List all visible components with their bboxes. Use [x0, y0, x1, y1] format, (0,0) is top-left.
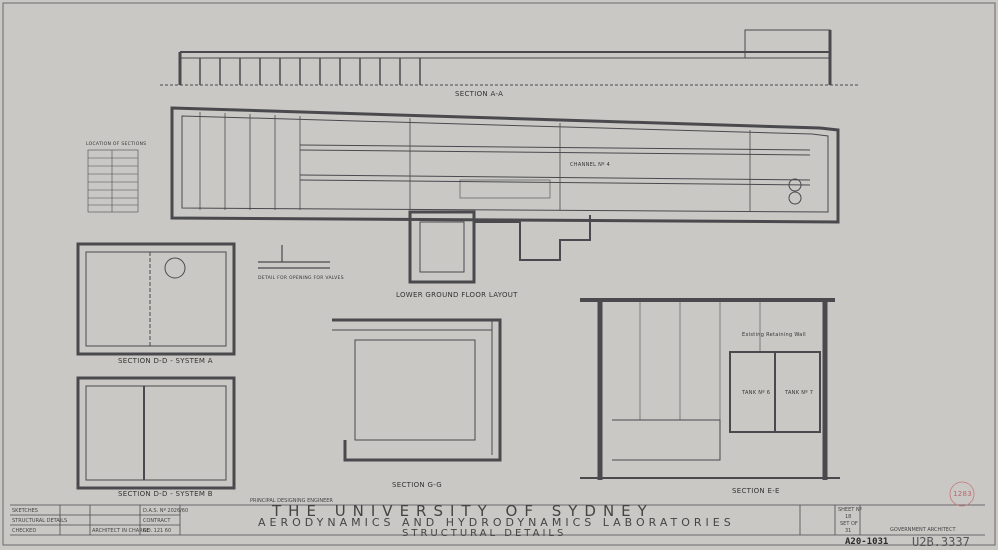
label-tank7: TANK Nº 7 [785, 390, 814, 396]
architect-in-charge: ARCHITECT IN CHARGE [92, 528, 150, 534]
das-number: D.A.S. Nº 2026/60 [143, 508, 189, 514]
contract-number: NO. 121 60 [143, 528, 172, 534]
subtitle: AERODYNAMICS AND HYDRODYNAMICS LABORATOR… [258, 516, 735, 529]
set-of-label: SET OF [840, 521, 858, 527]
label-section-gg: SECTION G-G [392, 481, 442, 489]
label-tank6: TANK Nº 6 [742, 390, 771, 396]
contract-label: CONTRACT [143, 518, 171, 524]
lower-ground-plan [170, 106, 840, 284]
reference-1: A20-1031 [845, 537, 889, 547]
title-block-lines [10, 504, 985, 536]
sheet-number: 18 [845, 514, 852, 520]
section-aa-drawing [160, 29, 860, 86]
principal-engineer: PRINCIPAL DESIGNING ENGINEER [250, 498, 333, 504]
section-ee-drawing [580, 298, 840, 480]
subject: STRUCTURAL DETAILS [402, 528, 567, 539]
row-checked: CHECKED [12, 528, 37, 534]
section-gg-drawing [332, 318, 502, 462]
row-structural: STRUCTURAL DETAILS [12, 518, 68, 524]
label-location-table: LOCATION OF SECTIONS [86, 142, 147, 147]
row-sketches: SKETCHES [12, 508, 38, 514]
stamp-circle [949, 481, 975, 507]
government-architect: GOVERNMENT ARCHITECT [890, 527, 956, 533]
label-section-dd-b: SECTION D-D - SYSTEM B [118, 490, 213, 498]
label-section-dd-a: SECTION D-D - SYSTEM A [118, 357, 213, 365]
title: THE UNIVERSITY OF SYDNEY [272, 502, 654, 520]
sheet-label: SHEET Nº [838, 507, 862, 513]
label-section-ee: SECTION E-E [732, 487, 780, 495]
label-channel: Channel Nº 4 [570, 162, 611, 168]
set-total: 31 [845, 528, 852, 534]
label-valve-detail: DETAIL FOR OPENING FOR VALVES [258, 276, 344, 281]
label-retaining-wall: Existing Retaining Wall [742, 332, 806, 338]
location-table [87, 149, 139, 213]
label-lower-ground: LOWER GROUND FLOOR LAYOUT [396, 291, 518, 299]
stamp-number: 1283 [953, 490, 973, 498]
label-section-aa: SECTION A-A [455, 90, 504, 98]
reference-2: U2B.3337 [912, 535, 970, 549]
